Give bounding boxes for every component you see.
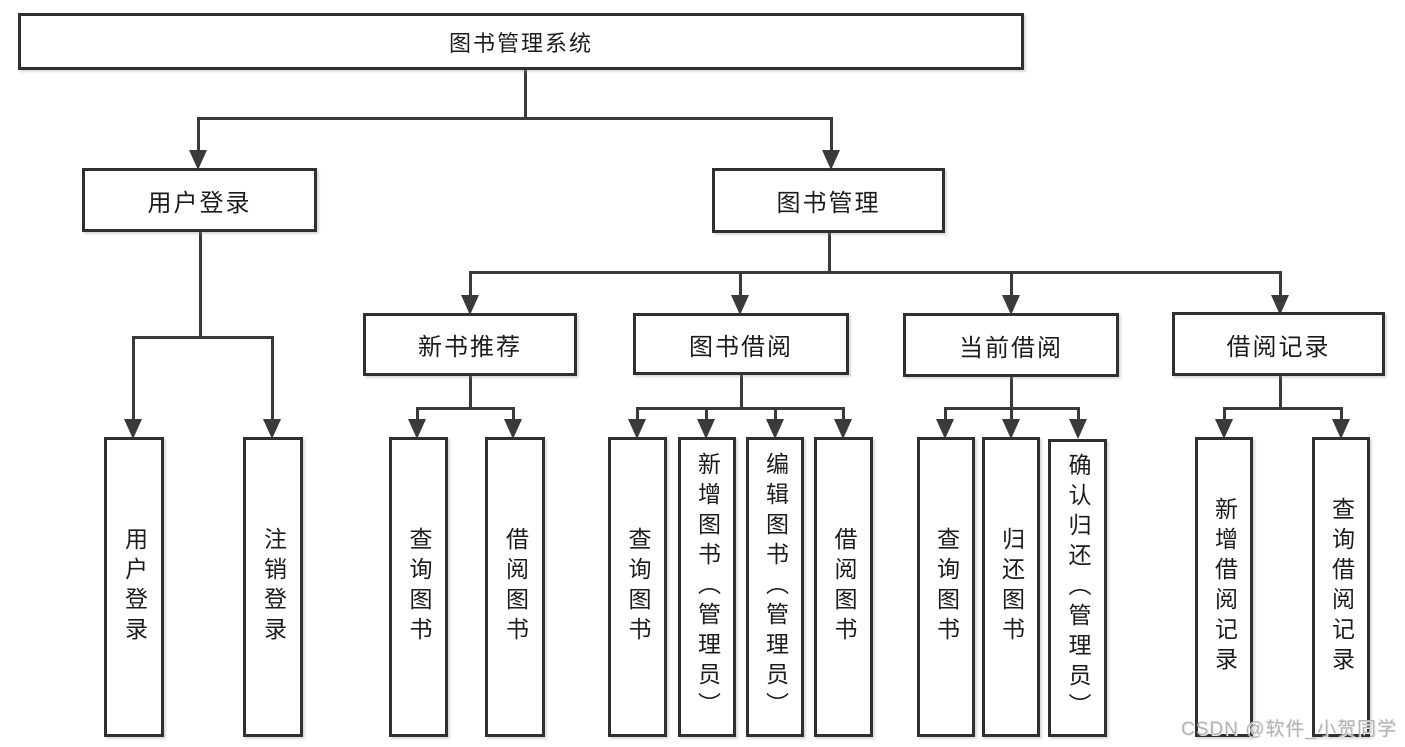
connector-borrowing-branch xyxy=(635,406,845,410)
connector-recommend-branch xyxy=(415,406,515,410)
arrow-down-icon xyxy=(936,419,954,439)
arrow-down-icon xyxy=(731,295,749,315)
connector-drop-book-management xyxy=(829,116,833,153)
connector-drop-level3 xyxy=(1009,270,1013,298)
node-leaf-current-query-books: 查询图书 xyxy=(917,437,975,737)
connector-drop-leaf xyxy=(1222,406,1226,422)
connector-drop-leaf xyxy=(1009,406,1013,422)
connector-drop-leaf xyxy=(773,406,777,422)
connector-user-login-stem xyxy=(198,232,202,338)
arrow-down-icon xyxy=(834,419,852,439)
connector-recommend-stem xyxy=(468,376,472,409)
arrow-down-icon xyxy=(461,295,479,315)
connector-drop-leaf xyxy=(270,335,274,422)
node-borrowing-records: 借阅记录 xyxy=(1172,312,1385,376)
node-leaf-borrow-edit-books: 编辑图书（管理员） xyxy=(746,437,804,737)
arrow-down-icon xyxy=(189,150,207,170)
connector-user-login-branch xyxy=(131,335,274,339)
csdn-watermark: CSDN @软件_小贺同学 xyxy=(1181,719,1397,740)
node-leaf-recommend-borrow-books: 借阅图书 xyxy=(485,437,545,737)
connector-drop-leaf xyxy=(704,406,708,422)
connector-root-stem xyxy=(523,70,527,118)
connector-borrowing-stem xyxy=(739,375,743,409)
connector-drop-level3 xyxy=(468,270,472,298)
node-leaf-logout: 注销登录 xyxy=(243,437,303,737)
arrow-down-icon xyxy=(263,419,281,439)
node-leaf-borrow-lend-books: 借阅图书 xyxy=(814,437,873,737)
node-leaf-borrow-add-books: 新增图书（管理员） xyxy=(678,437,736,737)
node-book-borrowing: 图书借阅 xyxy=(633,313,849,375)
arrow-down-icon xyxy=(766,419,784,439)
node-leaf-current-return-books: 归还图书 xyxy=(982,437,1040,737)
node-leaf-records-add-record: 新增借阅记录 xyxy=(1195,437,1253,737)
connector-drop-leaf xyxy=(1076,406,1080,422)
connector-drop-user-login xyxy=(196,116,200,153)
arrow-down-icon xyxy=(504,419,522,439)
connector-drop-level3 xyxy=(1278,270,1282,298)
connector-drop-leaf xyxy=(635,406,639,422)
connector-drop-level3 xyxy=(738,270,742,298)
connector-root-branch xyxy=(196,116,833,120)
connector-drop-leaf xyxy=(511,406,515,422)
connector-records-stem xyxy=(1278,376,1282,409)
node-current-borrowing: 当前借阅 xyxy=(903,313,1119,377)
connector-drop-leaf xyxy=(1339,406,1343,422)
arrow-down-icon xyxy=(1002,419,1020,439)
connector-drop-leaf xyxy=(841,406,845,422)
connector-current-stem xyxy=(1009,377,1013,409)
connector-drop-leaf xyxy=(131,335,135,422)
arrow-down-icon xyxy=(408,419,426,439)
arrow-down-icon xyxy=(1215,419,1233,439)
arrow-down-icon xyxy=(1069,419,1087,439)
node-book-management: 图书管理 xyxy=(712,168,945,233)
connector-book-management-branch xyxy=(468,270,1282,274)
arrow-down-icon xyxy=(1271,295,1289,315)
node-leaf-borrow-query-books: 查询图书 xyxy=(608,437,667,737)
node-leaf-current-confirm-return: 确认归还（管理员） xyxy=(1048,439,1107,737)
node-leaf-user-login: 用户登录 xyxy=(104,437,164,737)
node-new-book-recommend: 新书推荐 xyxy=(363,313,577,376)
node-user-login: 用户登录 xyxy=(82,168,317,232)
node-root: 图书管理系统 xyxy=(18,13,1024,70)
arrow-down-icon xyxy=(822,150,840,170)
arrow-down-icon xyxy=(697,419,715,439)
arrow-down-icon xyxy=(1332,419,1350,439)
connector-drop-leaf xyxy=(943,406,947,422)
connector-records-branch xyxy=(1222,406,1343,410)
connector-book-management-stem xyxy=(827,233,831,273)
node-leaf-recommend-query-books: 查询图书 xyxy=(389,437,448,737)
arrow-down-icon xyxy=(124,419,142,439)
node-leaf-records-query-record: 查询借阅记录 xyxy=(1312,437,1370,737)
connector-drop-leaf xyxy=(415,406,419,422)
arrow-down-icon xyxy=(1002,295,1020,315)
arrow-down-icon xyxy=(628,419,646,439)
